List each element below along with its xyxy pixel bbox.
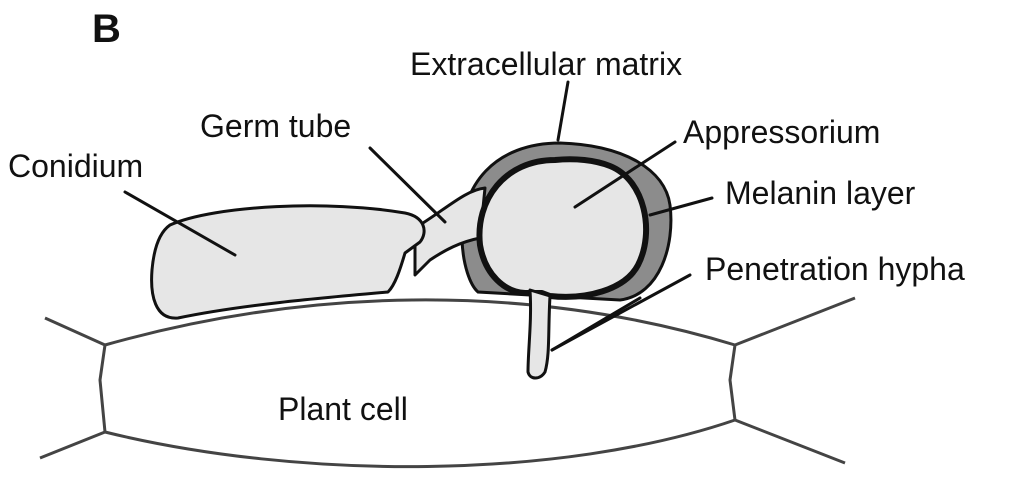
penetration-hypha-leader-2: [552, 298, 640, 350]
panel-letter: B: [92, 7, 121, 51]
penetration-hypha-label: Penetration hypha: [705, 251, 965, 287]
conidium-label: Conidium: [8, 148, 143, 184]
plant-cell-left-wall: [100, 345, 105, 432]
plant-cell-label: Plant cell: [278, 391, 408, 427]
plant-cell-bottom-wall: [105, 420, 735, 467]
appressorium-shape: [479, 159, 646, 297]
germ-tube-label: Germ tube: [200, 108, 351, 144]
penetration-hypha-shape: [528, 290, 550, 378]
melanin-layer-label: Melanin layer: [725, 175, 916, 211]
neighbor-cell-wall-right-lower: [735, 420, 845, 463]
extracellular-matrix-leader: [558, 82, 568, 140]
plant-cell-walls: [40, 298, 855, 467]
appressorium-label: Appressorium: [683, 114, 880, 150]
extracellular-matrix-label: Extracellular matrix: [410, 46, 682, 82]
plant-cell-right-wall: [730, 345, 735, 420]
neighbor-cell-wall-left-lower: [40, 432, 105, 458]
neighbor-cell-wall-right-upper: [735, 298, 855, 345]
neighbor-cell-wall-left-upper: [45, 318, 105, 345]
